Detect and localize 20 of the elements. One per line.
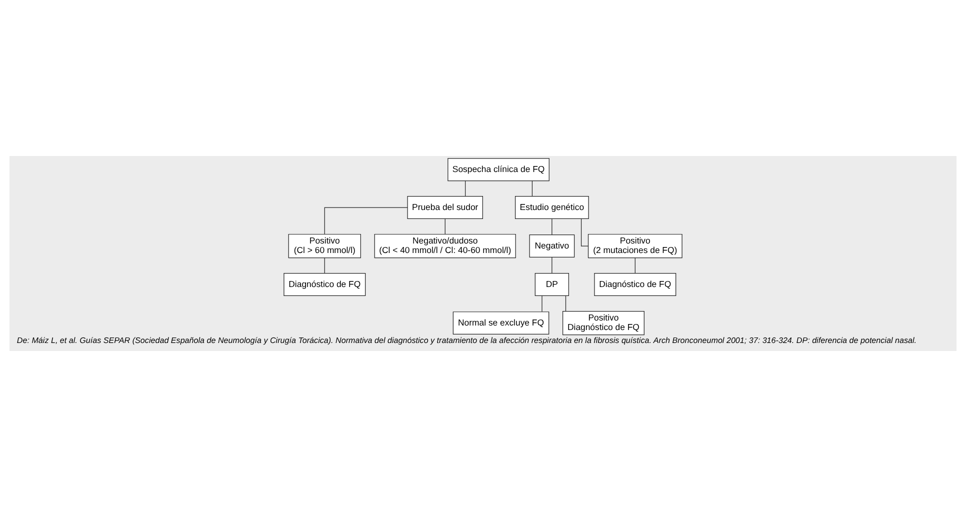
connector — [324, 207, 408, 234]
node-box: DP — [534, 273, 569, 296]
node-box: Sospecha clínica de FQ — [448, 158, 550, 182]
connector — [634, 258, 636, 274]
node-box: Negativo/dudoso (Cl < 40 mmol/l / Cl: 40-60 mmol/l) — [374, 234, 516, 258]
connector — [324, 258, 325, 274]
node-box: Prueba del sudor — [407, 196, 483, 220]
node-box: Estudio genético — [514, 196, 589, 220]
node-box: Positivo Diagnóstico de FQ — [562, 310, 644, 336]
connector — [465, 180, 466, 196]
connector — [580, 218, 588, 246]
node-box: Positivo (2 mutaciones de FQ) — [588, 234, 682, 258]
node-box: Normal se excluye FQ — [452, 312, 550, 335]
node-box: Diagnóstico de FQ — [284, 273, 366, 296]
connector — [565, 296, 566, 312]
node-box: Diagnóstico de FQ — [594, 273, 676, 296]
connector — [444, 218, 446, 234]
connector — [532, 180, 533, 196]
node-box: Negativo — [529, 234, 575, 258]
node-box: Positivo (Cl > 60 mmol/l) — [288, 234, 361, 258]
